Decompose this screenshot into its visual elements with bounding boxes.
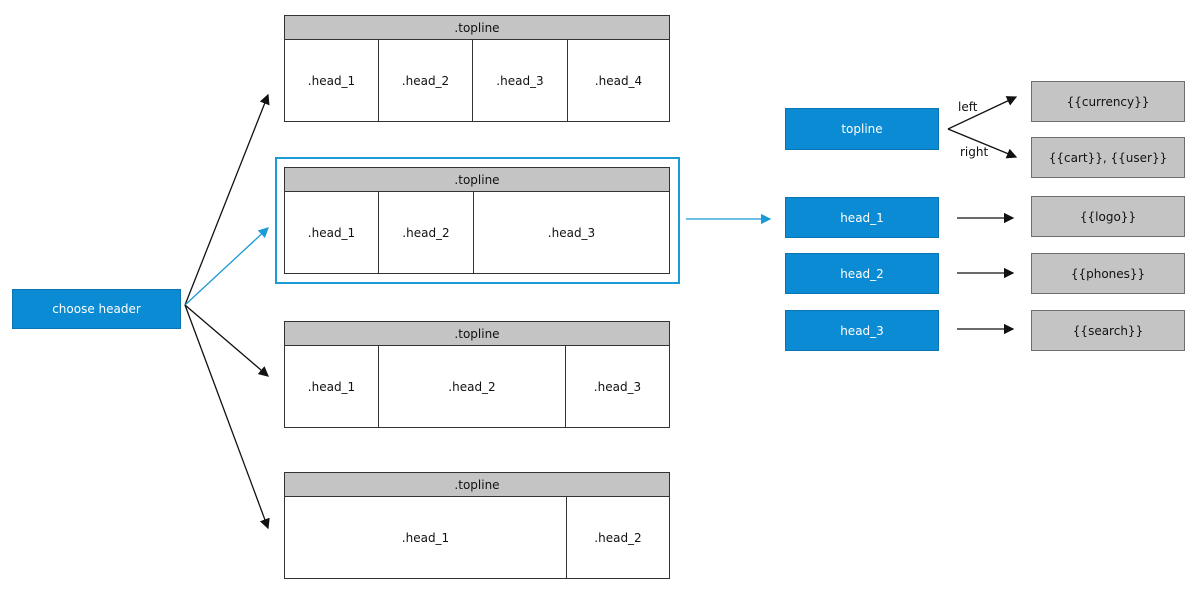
head-3-node: head_3 (785, 310, 939, 351)
edge-label-right: right (960, 145, 989, 159)
arrow-topline-left (947, 96, 1018, 130)
layout-4-col-1: .head_1 (285, 497, 567, 578)
layout-2-columns: .head_1 .head_2 .head_3 (285, 192, 669, 273)
layout-1-topline: .topline (285, 16, 669, 40)
layout-4-columns: .head_1 .head_2 (285, 497, 669, 578)
layout-option-4: .topline .head_1 .head_2 (284, 472, 670, 579)
layout-2-topline: .topline (285, 168, 669, 192)
layout-3-columns: .head_1 .head_2 .head_3 (285, 346, 669, 427)
choose-header-node: choose header (12, 289, 181, 329)
layout-2-col-1: .head_1 (285, 192, 379, 273)
layout-3-topline: .topline (285, 322, 669, 346)
edge-label-left: left (958, 100, 978, 114)
layout-2-col-3: .head_3 (547, 225, 596, 240)
cart-user-node: {{cart}}, {{user}} (1031, 137, 1185, 178)
phones-node: {{phones}} (1031, 253, 1185, 294)
arrow-topline-right (947, 128, 1018, 159)
layout-3-col-2: .head_2 (379, 346, 566, 427)
layout-4-col-2: .head_2 (594, 530, 642, 545)
search-node: {{search}} (1031, 310, 1185, 351)
layout-3-col-3: .head_3 (593, 379, 642, 394)
logo-node: {{logo}} (1031, 196, 1185, 237)
selected-layout-highlight (275, 157, 680, 284)
head-3-node-label: head_3 (840, 323, 884, 338)
layout-2-col-2: .head_2 (379, 192, 474, 273)
phones-node-label: {{phones}} (1070, 266, 1146, 281)
cart-user-node-label: {{cart}}, {{user}} (1048, 150, 1168, 165)
layout-1-col-1: .head_1 (285, 40, 379, 121)
head-2-node: head_2 (785, 253, 939, 294)
layout-1-columns: .head_1 .head_2 .head_3 .head_4 (285, 40, 669, 121)
currency-node-label: {{currency}} (1066, 94, 1150, 109)
currency-node: {{currency}} (1031, 81, 1185, 122)
layout-1-col-3: .head_3 (473, 40, 568, 121)
layout-4-topline: .topline (285, 473, 669, 497)
layout-3-col-1: .head_1 (285, 346, 379, 427)
head-2-node-label: head_2 (840, 266, 884, 281)
topline-node-label: topline (841, 122, 883, 136)
layout-1-col-4: .head_4 (594, 73, 643, 88)
arrow-to-layout-3 (184, 304, 269, 377)
layout-option-2: .topline .head_1 .head_2 .head_3 (284, 167, 670, 274)
arrow-to-layout-2 (184, 227, 269, 306)
choose-header-label: choose header (52, 302, 141, 316)
layout-1-col-2: .head_2 (379, 40, 473, 121)
head-1-node: head_1 (785, 197, 939, 238)
layout-option-3: .topline .head_1 .head_2 .head_3 (284, 321, 670, 428)
head-1-node-label: head_1 (840, 210, 884, 225)
logo-node-label: {{logo}} (1079, 209, 1137, 224)
arrow-to-layout-4 (184, 304, 270, 530)
arrow-to-layout-1 (184, 93, 270, 306)
topline-node: topline (785, 108, 939, 150)
search-node-label: {{search}} (1072, 323, 1144, 338)
layout-option-1: .topline .head_1 .head_2 .head_3 .head_4 (284, 15, 670, 122)
